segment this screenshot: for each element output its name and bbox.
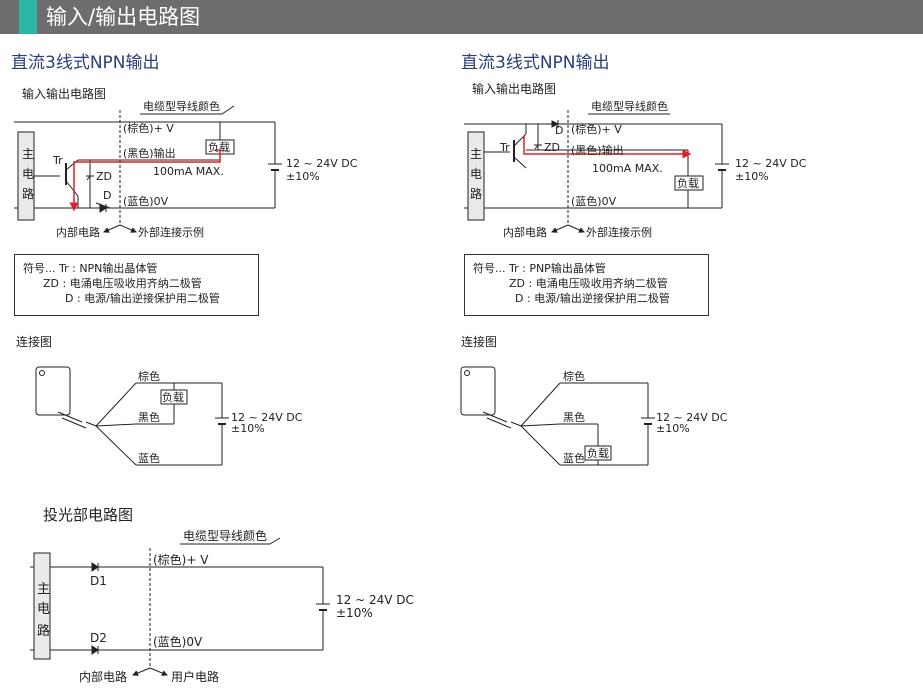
zd-label: ZD <box>96 170 112 183</box>
conn-load-label: 负载 <box>162 390 184 404</box>
cable-color-label: 电缆型导线颜色 <box>591 99 668 113</box>
left-current-path <box>69 149 221 212</box>
conn-blue-label: 蓝色 <box>138 451 160 465</box>
main-circuit-char-2: 电 <box>22 167 34 181</box>
external-connection-label: 外部连接示例 <box>586 225 652 239</box>
main-circuit-char-2: 电 <box>470 167 482 181</box>
tolerance-label: ±10% <box>336 606 373 620</box>
supply-label: 12 ~ 24V DC <box>336 593 414 607</box>
right-symbol-legend: 符号... Tr : PNP输出晶体管 ZD : 电涌电压吸收用齐纳二极管 D … <box>464 254 709 316</box>
header-accent-bar <box>19 0 37 34</box>
legend-d: D : 电源/输出逆接保护用二极管 <box>65 292 220 305</box>
zd-label: ZD <box>544 141 560 154</box>
blue-wire-label: (蓝色)0V <box>123 194 169 208</box>
left-io-labels: 电缆型导线颜色 主 电 路 (棕色)+ V (黑色)输出 (蓝色)0V 100m… <box>22 99 358 239</box>
left-circuit-title: 输入输出电路图 <box>22 87 107 101</box>
main-circuit-char-1: 主 <box>37 582 50 597</box>
right-connection-title: 连接图 <box>461 335 498 349</box>
legend-tr: Tr : NPN输出晶体管 <box>59 262 158 275</box>
blue-wire-label: (蓝色)0V <box>153 635 203 649</box>
black-wire-label: (黑色)输出 <box>123 146 176 160</box>
page-title: 输入/输出电路图 <box>46 5 201 29</box>
tr-label: Tr <box>499 141 510 154</box>
d-label: D <box>555 124 563 137</box>
load-label: 负载 <box>677 176 699 190</box>
right-circuit-title: 输入输出电路图 <box>472 82 557 96</box>
right-current-path <box>523 136 692 159</box>
legend-prefix: 符号... <box>473 262 506 275</box>
legend-tr: Tr : PNP输出晶体管 <box>509 262 606 275</box>
emitter-circuit <box>30 537 330 676</box>
tolerance-label: ±10% <box>286 170 320 183</box>
main-circuit-char-1: 主 <box>22 147 34 161</box>
legend-zd: ZD : 电涌电压吸收用齐纳二极管 <box>509 277 668 290</box>
legend-zd: ZD : 电涌电压吸收用齐纳二极管 <box>43 277 202 290</box>
conn-blue-label: 蓝色 <box>563 451 585 465</box>
d2-label: D2 <box>90 631 107 645</box>
conn-brown-label: 棕色 <box>563 369 585 383</box>
conn-brown-label: 棕色 <box>138 369 160 383</box>
internal-circuit-label: 内部电路 <box>56 225 100 239</box>
d-label: D <box>103 189 111 202</box>
right-connection-labels: 棕色 黑色 蓝色 负载 12 ~ 24V DC ±10% <box>563 369 728 465</box>
right-section-title: 直流3线式NPN输出 <box>461 53 610 73</box>
left-connection-labels: 棕色 黑色 蓝色 负载 12 ~ 24V DC ±10% <box>138 369 303 465</box>
conn-tolerance-label: ±10% <box>231 422 265 435</box>
emitter-labels: 电缆型导线颜色 主 电 路 (棕色)+ V (蓝色)0V D1 D2 12 ~ … <box>37 528 414 684</box>
brown-wire-label: (棕色)+ V <box>571 122 622 136</box>
main-circuit-char-3: 路 <box>22 186 34 201</box>
right-connection-diagram <box>460 366 655 466</box>
user-circuit-label: 用户电路 <box>171 669 219 684</box>
main-circuit-char-3: 路 <box>470 186 482 201</box>
internal-circuit-label: 内部电路 <box>79 669 127 684</box>
brown-wire-label: (棕色)+ V <box>123 121 174 135</box>
legend-prefix: 符号... <box>23 262 56 275</box>
tolerance-label: ±10% <box>735 170 769 183</box>
blue-wire-label: (蓝色)0V <box>571 194 617 208</box>
internal-circuit-label: 内部电路 <box>503 225 547 239</box>
d1-label: D1 <box>90 574 107 588</box>
page-header: 输入/输出电路图 <box>0 0 923 34</box>
conn-tolerance-label: ±10% <box>656 422 690 435</box>
conn-supply-label: 12 ~ 24V DC <box>656 411 728 424</box>
main-circuit-char-2: 电 <box>37 602 50 617</box>
legend-d: D : 电源/输出逆接保护用二极管 <box>515 292 670 305</box>
conn-supply-label: 12 ~ 24V DC <box>231 411 303 424</box>
left-connection-title: 连接图 <box>16 335 53 349</box>
load-label: 负载 <box>208 140 230 154</box>
cable-color-label: 电缆型导线颜色 <box>143 99 220 113</box>
main-circuit-char-1: 主 <box>470 147 482 161</box>
external-connection-label: 外部连接示例 <box>138 225 204 239</box>
left-io-circuit <box>14 105 282 233</box>
left-connection-diagram <box>35 366 229 466</box>
left-symbol-legend: 符号... Tr : NPN输出晶体管 ZD : 电涌电压吸收用齐纳二极管 D … <box>14 254 259 316</box>
cable-color-label: 电缆型导线颜色 <box>183 528 267 543</box>
black-wire-label: (黑色)输出 <box>571 143 624 157</box>
right-io-circuit <box>464 110 729 233</box>
conn-black-label: 黑色 <box>138 410 160 424</box>
right-io-labels: 电缆型导线颜色 主 电 路 (棕色)+ V (黑色)输出 (蓝色)0V 100m… <box>470 99 807 239</box>
max-current-label: 100mA MAX. <box>592 162 663 175</box>
conn-black-label: 黑色 <box>563 410 585 424</box>
max-current-label: 100mA MAX. <box>153 165 224 178</box>
supply-label: 12 ~ 24V DC <box>286 157 358 170</box>
supply-label: 12 ~ 24V DC <box>735 157 807 170</box>
main-circuit-char-3: 路 <box>37 623 50 639</box>
left-section-title: 直流3线式NPN输出 <box>11 53 160 73</box>
brown-wire-label: (棕色)+ V <box>153 552 209 567</box>
tr-label: Tr <box>52 154 63 167</box>
conn-load-label: 负载 <box>587 446 609 460</box>
emitter-circuit-title: 投光部电路图 <box>43 506 134 524</box>
